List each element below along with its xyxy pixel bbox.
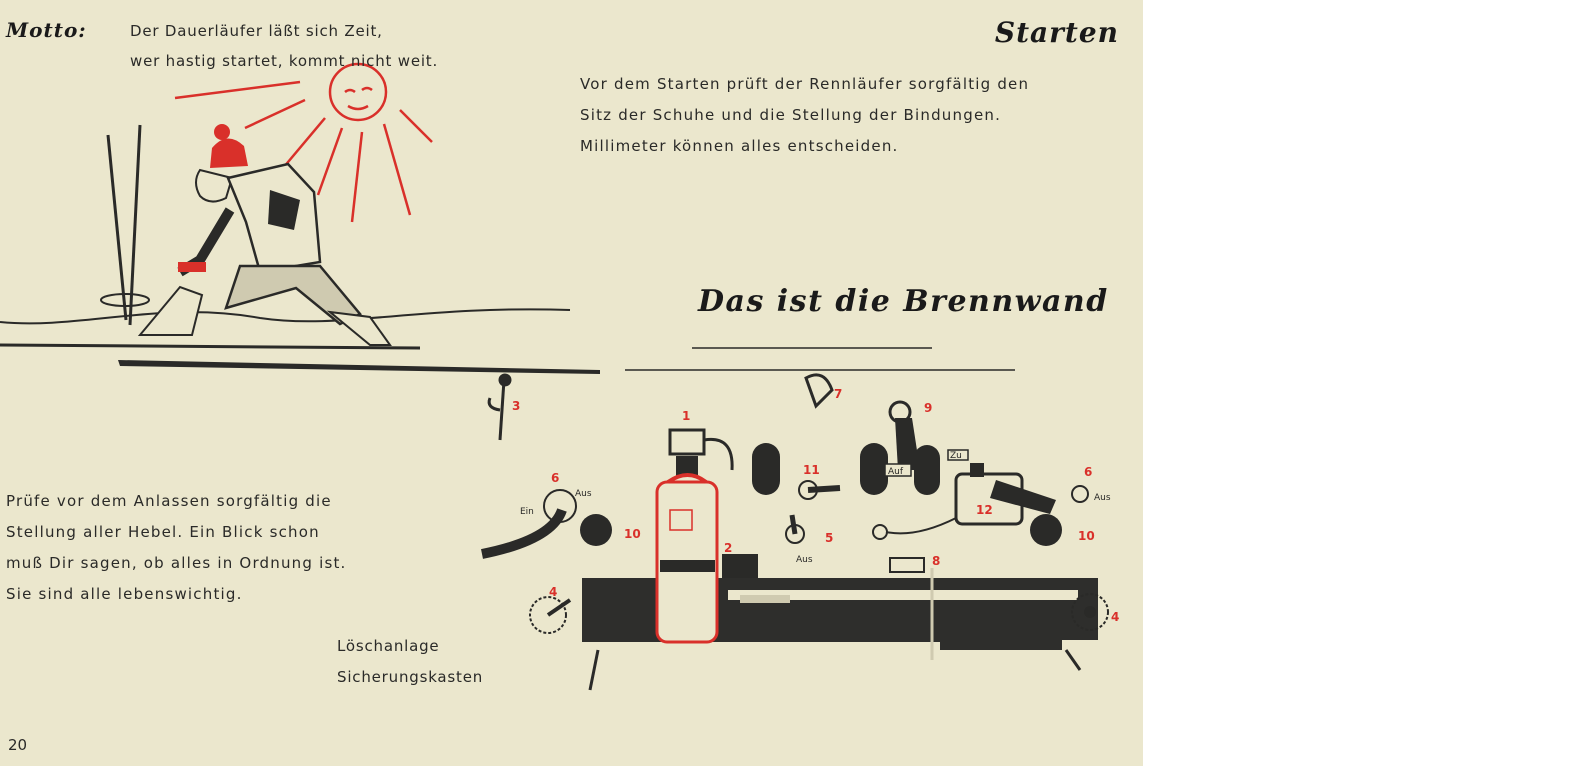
skier-illustration	[0, 62, 600, 441]
motto-label: Motto:	[6, 18, 87, 42]
snow-ground	[0, 308, 571, 325]
motto-line-1: Der Dauerläufer läßt sich Zeit,	[130, 22, 383, 40]
label-6-left: 6	[551, 471, 559, 485]
ski-poles	[100, 124, 150, 326]
label-zu: Zu	[950, 451, 962, 461]
intro-line-1: Vor dem Starten prüft der Rennläufer sor…	[580, 75, 1030, 93]
label-12: 12	[976, 503, 993, 517]
part-3-drawing	[487, 373, 512, 441]
caption-sicherungskasten: Sicherungskasten	[337, 668, 484, 686]
label-4-left: 4	[549, 585, 557, 599]
label-aus-left: Aus	[575, 489, 592, 499]
sun-drawing	[174, 62, 433, 223]
cylinder-b	[860, 443, 888, 495]
check-line-4: Sie sind alle lebenswichtig.	[6, 585, 243, 603]
cylinder-a	[752, 443, 780, 495]
ski	[118, 360, 600, 374]
label-3: 3	[512, 399, 520, 413]
label-6-right: 6	[1084, 465, 1092, 479]
check-line-1: Prüfe vor dem Anlassen sorgfältig die	[6, 492, 332, 510]
diagram-labels: 1 2 3 4 4 5 6 6 7 8 9 10 10 11 12	[512, 387, 1119, 624]
label-aus-mid: Aus	[796, 555, 813, 565]
label-7: 7	[834, 387, 842, 401]
label-ein: Ein	[520, 507, 534, 517]
intro-line-3: Millimeter können alles entscheiden.	[580, 137, 899, 155]
caption-loeschanlage: Löschanlage	[337, 637, 440, 655]
label-8: 8	[932, 554, 940, 568]
label-10-right: 10	[1078, 529, 1095, 543]
label-auf: Auf	[888, 467, 904, 477]
label-10-left: 10	[624, 527, 641, 541]
label-4-right: 4	[1111, 610, 1119, 624]
extinguisher-drawing	[655, 428, 734, 644]
label-aus-right: Aus	[1094, 493, 1111, 503]
diagram-word-labels: Ein Aus Aus Aus Auf Zu	[520, 451, 1111, 565]
motto-line-2: wer hastig startet, kommt nicht weit.	[130, 52, 439, 70]
firewall-diagram	[481, 373, 1109, 691]
check-line-2: Stellung aller Hebel. Ein Blick schon	[6, 523, 320, 541]
heading-brennwand: Das ist die Brennwand	[698, 284, 1109, 319]
check-line-3: muß Dir sagen, ob alles in Ordnung ist.	[6, 554, 347, 572]
illustrations: 1 2 3 4 4 5 6 6 7 8 9 10 10 11 12 Ein Au…	[0, 62, 1119, 691]
cylinder-c	[914, 445, 940, 495]
intro-line-2: Sitz der Schuhe und die Stellung der Bin…	[580, 106, 1002, 124]
label-9: 9	[924, 401, 932, 415]
label-5: 5	[825, 531, 833, 545]
skier-figure	[137, 124, 392, 346]
label-1: 1	[682, 409, 690, 423]
label-2: 2	[724, 541, 732, 555]
label-11: 11	[803, 463, 820, 477]
book-page: 1 2 3 4 4 5 6 6 7 8 9 10 10 11 12 Ein Au…	[0, 0, 1143, 766]
page-number: 20	[8, 736, 28, 754]
heading-starten: Starten	[994, 16, 1119, 49]
